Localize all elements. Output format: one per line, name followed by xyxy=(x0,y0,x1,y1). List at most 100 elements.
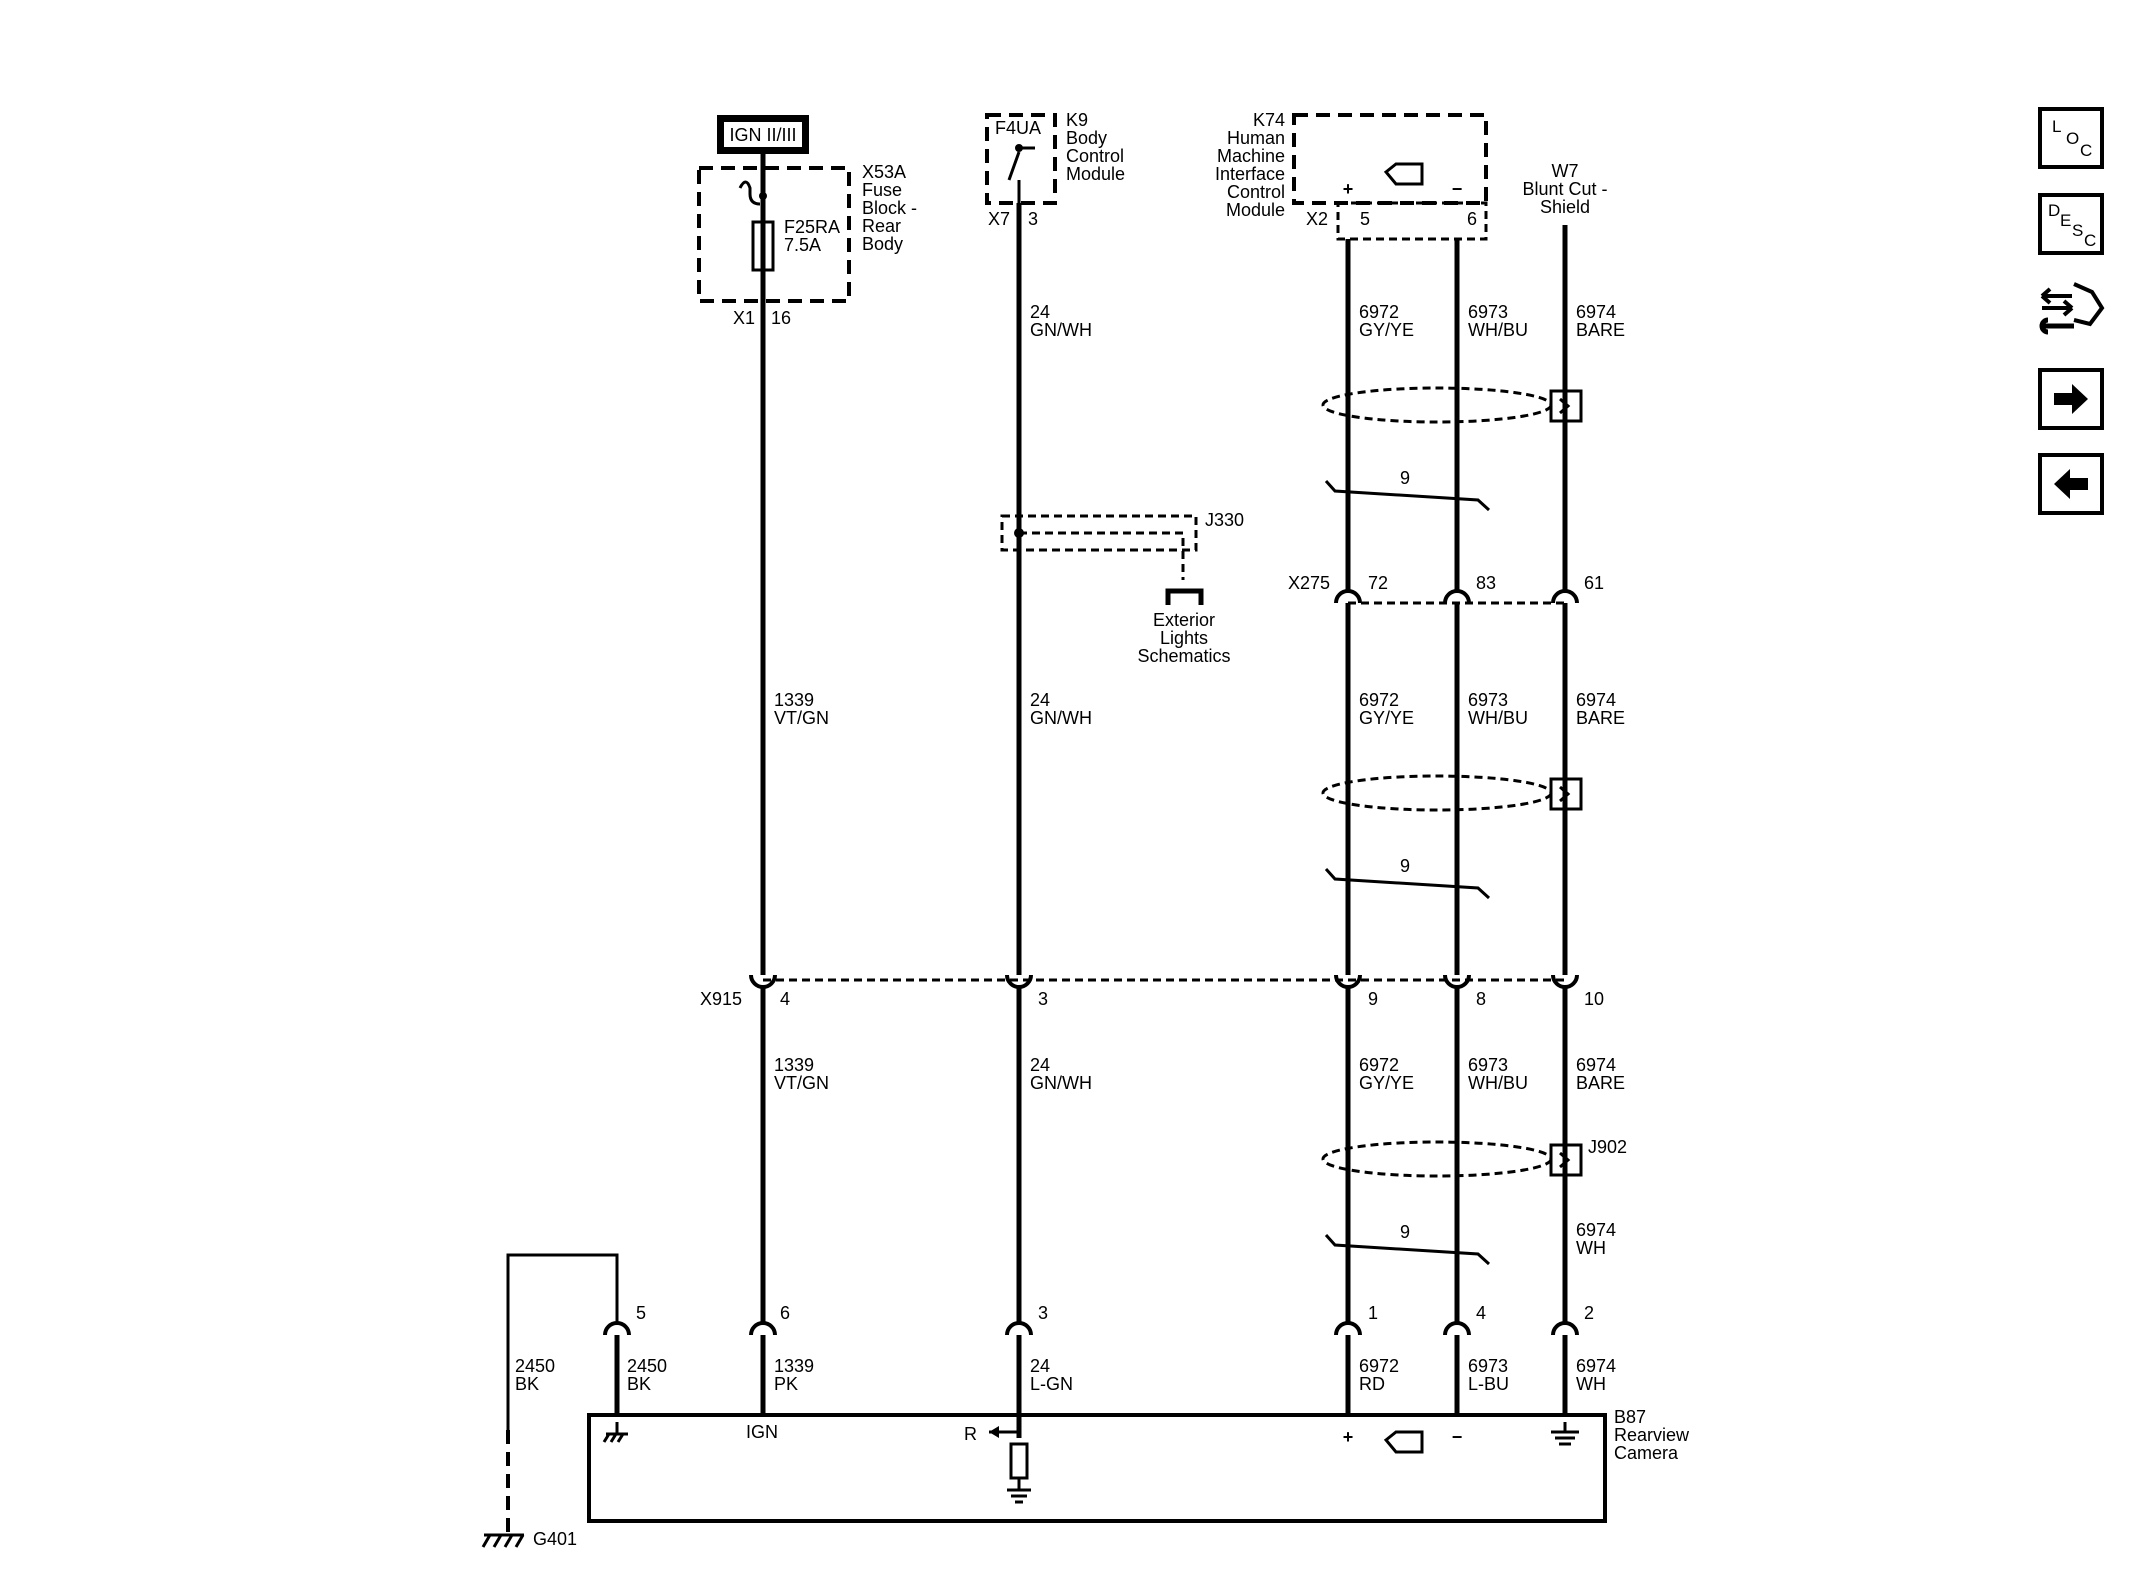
fuse-block-desc-3: Rear xyxy=(862,216,901,236)
ign-power-label: IGN II/III xyxy=(729,125,796,145)
seg4-24-num: 24 xyxy=(1030,1356,1050,1376)
shield-group-2: 9 xyxy=(1321,774,1583,900)
shield-w7: W7 Blunt Cut - Shield xyxy=(1522,161,1607,217)
arrow-right-icon xyxy=(2054,384,2088,414)
seg3-6974b-color: WH xyxy=(1576,1238,1606,1258)
resistor-icon xyxy=(1009,1442,1029,1480)
seg4-6972-color: RD xyxy=(1359,1374,1385,1394)
camera-outline xyxy=(587,1413,1607,1523)
desc-letter-c: C xyxy=(2084,231,2097,250)
hmi-conn: X2 xyxy=(1306,209,1328,229)
seg2-6972-num: 6972 xyxy=(1359,690,1399,710)
camera-pin-3: 3 xyxy=(1038,1303,1048,1323)
seg1-6973-color: WH/BU xyxy=(1468,320,1528,340)
fuse-name: F25RA xyxy=(784,217,840,237)
bcm-name: K9 xyxy=(1066,110,1088,130)
j330-ref-1: Exterior xyxy=(1153,610,1215,630)
shield-desc-1: Blunt Cut - xyxy=(1522,179,1607,199)
hmi-desc-1: Human xyxy=(1227,128,1285,148)
loc-letter-o: O xyxy=(2066,129,2080,148)
seg4-24-color: L-GN xyxy=(1030,1374,1073,1394)
bcm-switch-label: F4UA xyxy=(995,118,1041,138)
x275-pin-61: 61 xyxy=(1584,573,1604,593)
fuse-block-desc-1: Fuse xyxy=(862,180,902,200)
fuse-f25ra xyxy=(751,220,775,272)
bcm-desc-3: Module xyxy=(1066,164,1125,184)
connector-x915: X915 4 3 9 8 10 xyxy=(700,974,1604,1009)
wire-labels-seg2: 1339 VT/GN 24 GN/WH 6972 GY/YE 6973 WH/B… xyxy=(774,690,1625,728)
twist-count-1: 9 xyxy=(1400,468,1410,488)
seg1-24-num: 24 xyxy=(1030,302,1050,322)
desc-button[interactable]: D E S C xyxy=(2038,193,2104,255)
chassis-ground-icon xyxy=(602,1422,628,1443)
twisted-pair-symbol-3 xyxy=(1324,1233,1491,1266)
seg2-6972-color: GY/YE xyxy=(1359,708,1414,728)
desc-letter-d: D xyxy=(2048,201,2061,220)
camera-pin-1: 1 xyxy=(1368,1303,1378,1323)
connector-tool-icon[interactable] xyxy=(2038,278,2108,340)
seg1-6972-num: 6972 xyxy=(1359,302,1399,322)
seg4-6972-num: 6972 xyxy=(1359,1356,1399,1376)
x915-name: X915 xyxy=(700,989,742,1009)
desc-letter-s: S xyxy=(2072,221,2084,240)
loc-letter-c: C xyxy=(2080,141,2093,160)
j330-ref-3: Schematics xyxy=(1137,646,1230,666)
connector-x275: X275 72 83 61 xyxy=(1288,573,1604,605)
hmi-pin-minus: 6 xyxy=(1467,209,1477,229)
seg4-1339-num: 1339 xyxy=(774,1356,814,1376)
hmi-desc-3: Interface xyxy=(1215,164,1285,184)
seg1-6973-num: 6973 xyxy=(1468,302,1508,322)
prev-button[interactable] xyxy=(2038,453,2104,515)
wires xyxy=(506,203,1568,1535)
seg3-6972-color: GY/YE xyxy=(1359,1073,1414,1093)
wire-2450-jumper xyxy=(506,1253,619,1430)
fuse-block-desc-2: Block - xyxy=(862,198,917,218)
seg3-6973-num: 6973 xyxy=(1468,1055,1508,1075)
fuse-block-conn: X1 xyxy=(733,308,755,328)
j330-name: J330 xyxy=(1205,510,1244,530)
hmi-pin-plus: 5 xyxy=(1360,209,1370,229)
camera-plus: + xyxy=(1343,1427,1354,1447)
seg3-6974b-num: 6974 xyxy=(1576,1220,1616,1240)
bcm-pin: 3 xyxy=(1028,209,1038,229)
seg3-6972-num: 6972 xyxy=(1359,1055,1399,1075)
shield-name: W7 xyxy=(1552,161,1579,181)
seg2-6974-color: BARE xyxy=(1576,708,1625,728)
x915-pin-3: 3 xyxy=(1038,989,1048,1009)
x915-pin-9: 9 xyxy=(1368,989,1378,1009)
next-button[interactable] xyxy=(2038,368,2104,430)
hmi-plus: + xyxy=(1343,179,1354,199)
camera-pin-4: 4 xyxy=(1476,1303,1486,1323)
seg2-1339-color: VT/GN xyxy=(774,708,829,728)
shield-desc-2: Shield xyxy=(1540,197,1590,217)
seg4-6973-color: L-BU xyxy=(1468,1374,1509,1394)
twisted-pair-symbol-2 xyxy=(1324,867,1491,900)
ign-power-source: IGN II/III xyxy=(717,115,809,154)
splice-j330: J330 Exterior Lights Schematics xyxy=(1000,510,1244,666)
seg4-6974-color: WH xyxy=(1576,1374,1606,1394)
x275-name: X275 xyxy=(1288,573,1330,593)
fuse-thermal-icon xyxy=(738,180,761,206)
seg3-1339-num: 1339 xyxy=(774,1055,814,1075)
seg1-6974-color: BARE xyxy=(1576,320,1625,340)
seg2-6974-num: 6974 xyxy=(1576,690,1616,710)
loc-button[interactable]: L O C xyxy=(2038,107,2104,169)
twisted-pair-symbol-1 xyxy=(1324,479,1491,512)
seg2-6973-num: 6973 xyxy=(1468,690,1508,710)
signal-ground-icon xyxy=(1551,1422,1579,1446)
fuse-block-outline xyxy=(697,166,851,303)
hmi-desc-2: Machine xyxy=(1217,146,1285,166)
seg3-6974-color: BARE xyxy=(1576,1073,1625,1093)
fuse-rating: 7.5A xyxy=(784,235,821,255)
x915-pin-10: 10 xyxy=(1584,989,1604,1009)
seg2-1339-num: 1339 xyxy=(774,690,814,710)
camera-video-icon xyxy=(1383,1430,1424,1454)
camera-connector: 5 6 3 1 4 2 xyxy=(603,1303,1594,1336)
seg4-6973-num: 6973 xyxy=(1468,1356,1508,1376)
j902-name: J902 xyxy=(1588,1137,1627,1157)
seg3-6974-num: 6974 xyxy=(1576,1055,1616,1075)
camera-pin-6: 6 xyxy=(780,1303,790,1323)
seg3-24-num: 24 xyxy=(1030,1055,1050,1075)
seg4-6974-num: 6974 xyxy=(1576,1356,1616,1376)
